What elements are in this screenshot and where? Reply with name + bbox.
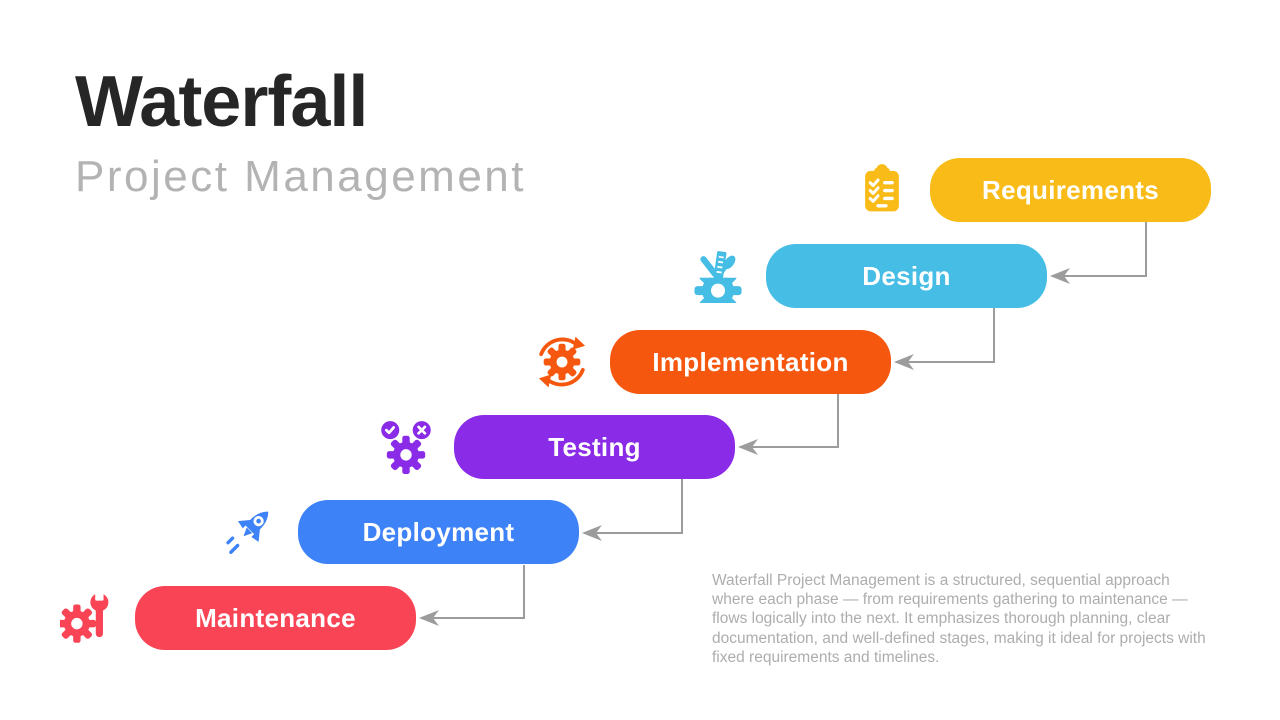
phase-row-design: Design: [690, 244, 1047, 308]
phase-row-deployment: Deployment: [222, 500, 579, 564]
phase-label: Maintenance: [195, 602, 356, 633]
design-tools-gear-icon: [690, 248, 746, 304]
phase-row-implementation: Implementation: [534, 330, 891, 394]
sync-gear-icon: [534, 334, 590, 390]
connector-requirements-design: [1050, 222, 1147, 284]
phase-pill-design: Design: [766, 244, 1047, 308]
phase-pill-implementation: Implementation: [610, 330, 891, 394]
phase-row-requirements: Requirements: [854, 158, 1211, 222]
slide-header: Waterfall Project Management: [75, 66, 526, 202]
phase-pill-testing: Testing: [454, 415, 735, 479]
connector-testing-deployment: [582, 479, 683, 541]
phase-label: Implementation: [652, 346, 849, 377]
connector-implementation-testing: [738, 394, 839, 455]
phase-label: Requirements: [982, 174, 1159, 205]
connector-deployment-maintenance: [419, 565, 525, 626]
rocket-icon: [222, 504, 278, 560]
slide-description: Waterfall Project Management is a struct…: [712, 571, 1206, 667]
slide-title: Waterfall: [75, 62, 368, 142]
slide-subtitle: Project Management: [75, 152, 526, 201]
phase-label: Design: [862, 260, 951, 291]
gear-check-cross-icon: [378, 419, 434, 475]
phase-label: Testing: [548, 431, 641, 462]
phase-pill-maintenance: Maintenance: [135, 586, 416, 650]
phase-pill-deployment: Deployment: [298, 500, 579, 564]
connector-design-implementation: [894, 308, 995, 370]
gear-wrench-icon: [59, 590, 115, 646]
phase-row-testing: Testing: [378, 415, 735, 479]
phase-row-maintenance: Maintenance: [59, 586, 416, 650]
phase-label: Deployment: [362, 516, 515, 547]
clipboard-checklist-icon: [854, 162, 910, 218]
phase-pill-requirements: Requirements: [930, 158, 1211, 222]
